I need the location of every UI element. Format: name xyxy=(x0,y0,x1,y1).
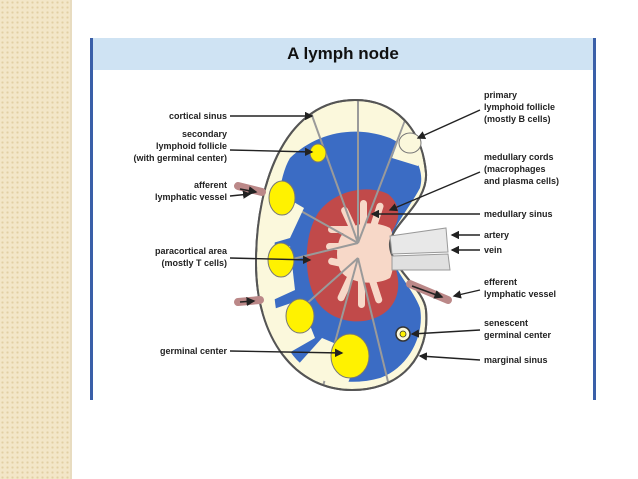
label-primary-follicle: primary lymphoid follicle (mostly B cell… xyxy=(484,90,555,124)
label-paracortical-line1: paracortical area xyxy=(155,246,228,256)
lymph-node-capsule xyxy=(254,98,428,392)
decorative-side-strip xyxy=(0,0,70,479)
label-medullary-sinus: medullary sinus xyxy=(484,209,553,219)
label-primary-line3: (mostly B cells) xyxy=(484,114,551,124)
afferent-vessels xyxy=(234,182,266,307)
lymph-node-figure: A lymph node xyxy=(90,38,596,400)
label-secondary-follicle-line2: lymphoid follicle xyxy=(156,141,227,151)
label-secondary-follicle-line3: (with germinal center) xyxy=(133,153,227,163)
secondary-follicle-small xyxy=(309,143,327,163)
follicle-1 xyxy=(268,180,296,216)
figure-frame-left xyxy=(90,70,93,400)
label-secondary-follicle-line1: secondary xyxy=(182,129,227,139)
label-primary-line1: primary xyxy=(484,90,517,100)
side-strip-edge xyxy=(70,0,72,479)
label-efferent-line2: lymphatic vessel xyxy=(484,289,556,299)
figure-title-bar: A lymph node xyxy=(90,38,596,70)
label-senescent-line2: germinal center xyxy=(484,330,552,340)
label-senescent-center: senescent germinal center xyxy=(484,318,552,340)
label-secondary-follicle: secondary lymphoid follicle (with germin… xyxy=(133,129,227,163)
hilum-vessels xyxy=(389,227,452,304)
primary-follicle xyxy=(398,132,422,154)
germinal-center-follicle xyxy=(330,333,370,379)
label-medullary-cords-line1: medullary cords xyxy=(484,152,554,162)
label-vein: vein xyxy=(484,245,502,255)
label-senescent-line1: senescent xyxy=(484,318,528,328)
label-germinal-center: germinal center xyxy=(160,346,228,356)
label-primary-line2: lymphoid follicle xyxy=(484,102,555,112)
label-medullary-cords-line3: and plasma cells) xyxy=(484,176,559,186)
label-paracortical-area: paracortical area (mostly T cells) xyxy=(155,246,228,268)
label-paracortical-line2: (mostly T cells) xyxy=(161,258,227,268)
figure-title: A lymph node xyxy=(287,44,399,63)
label-efferent-vessel: efferent lymphatic vessel xyxy=(484,277,556,299)
label-artery: artery xyxy=(484,230,509,240)
label-medullary-cords: medullary cords (macrophages and plasma … xyxy=(484,152,559,186)
label-efferent-line1: efferent xyxy=(484,277,517,287)
leader-lines xyxy=(229,109,481,361)
label-marginal-sinus: marginal sinus xyxy=(484,355,548,365)
label-afferent-line2: lymphatic vessel xyxy=(155,192,227,202)
follicle-3 xyxy=(285,298,315,334)
label-cortical-sinus: cortical sinus xyxy=(169,111,227,121)
lymph-node-diagram: cortical sinus secondary lymphoid follic… xyxy=(133,90,559,392)
figure-frame-right xyxy=(593,70,596,400)
label-medullary-cords-line2: (macrophages xyxy=(484,164,546,174)
label-afferent-vessel: afferent lymphatic vessel xyxy=(155,180,227,202)
label-afferent-line1: afferent xyxy=(194,180,227,190)
